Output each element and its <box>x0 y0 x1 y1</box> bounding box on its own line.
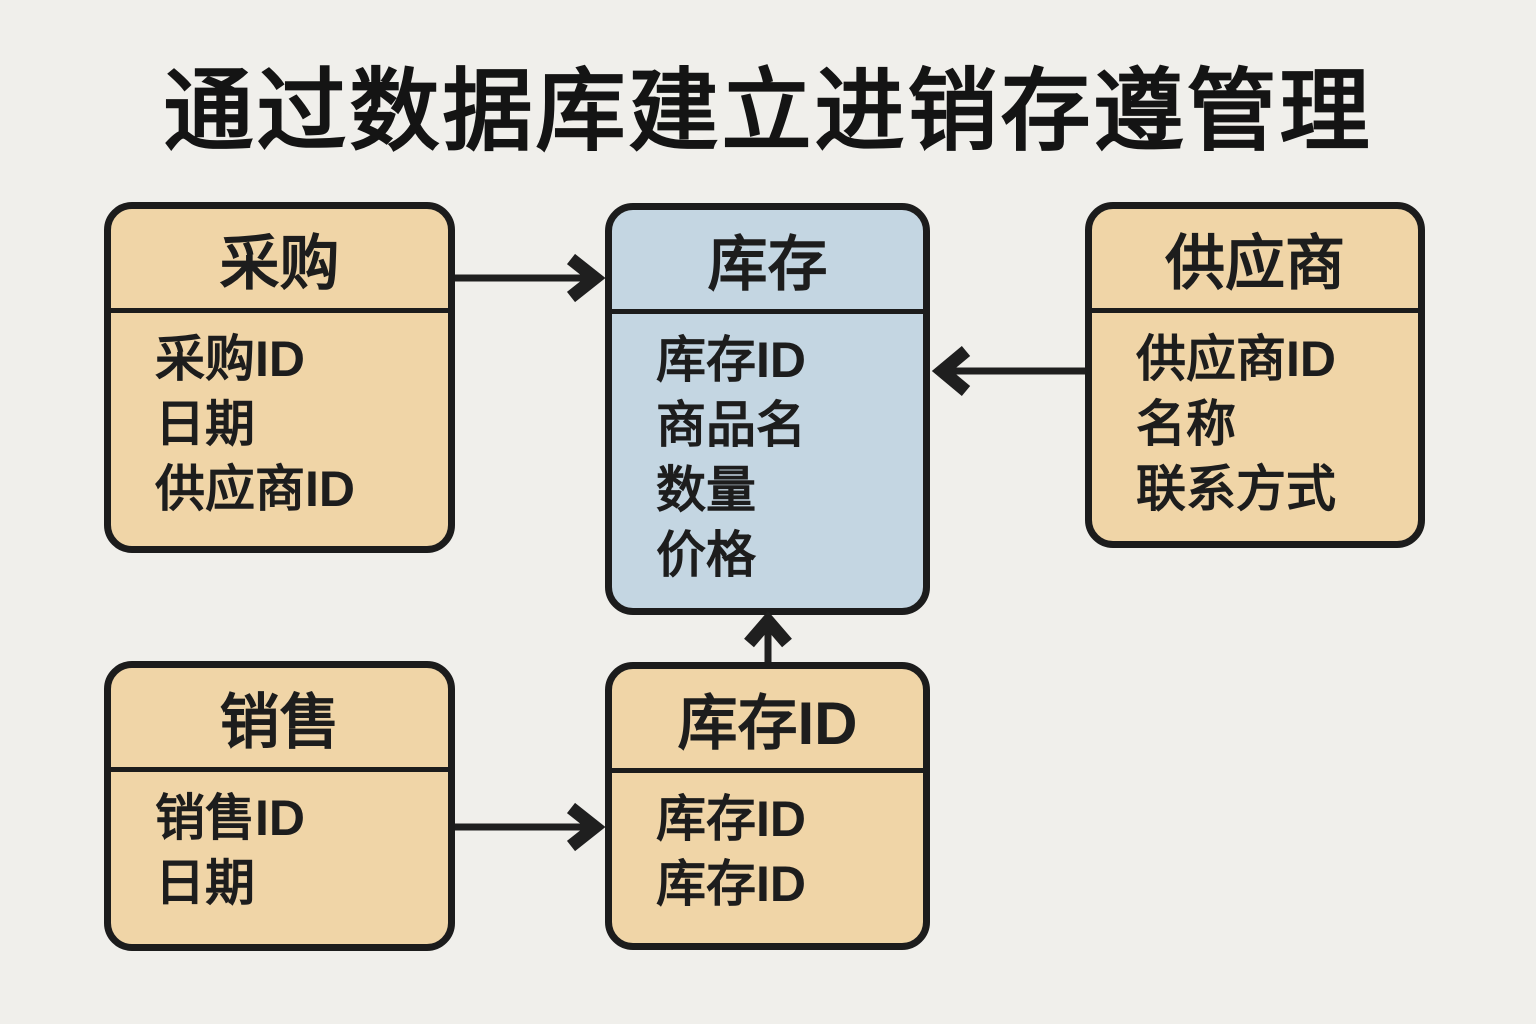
entity-inventory-id-fields: 库存ID 库存ID <box>612 773 923 917</box>
entity-inventory-title: 库存 <box>612 210 923 314</box>
diagram-title: 通过数据库建立进销存遵管理 <box>163 62 1373 162</box>
entity-inventory-id-title: 库存ID <box>612 669 923 773</box>
entity-inventory-field: 库存ID <box>656 332 806 388</box>
entity-inventory: 库存 库存ID 商品名 数量 价格 <box>605 203 930 615</box>
entity-supplier-field: 联系方式 <box>1136 461 1336 517</box>
entity-purchase-field: 供应商ID <box>155 461 355 517</box>
entity-supplier-title: 供应商 <box>1092 209 1418 313</box>
arrow-inventory-id-to-inventory <box>744 611 792 662</box>
entity-inventory-id-field: 库存ID <box>656 791 806 847</box>
entity-inventory-fields: 库存ID 商品名 数量 价格 <box>612 314 923 588</box>
entity-sales: 销售 销售ID 日期 <box>104 661 455 951</box>
entity-inventory-id: 库存ID 库存ID 库存ID <box>605 662 930 950</box>
entity-supplier-field: 名称 <box>1136 396 1236 452</box>
entity-supplier: 供应商 供应商ID 名称 联系方式 <box>1085 202 1425 548</box>
entity-sales-field: 日期 <box>155 855 255 911</box>
arrow-sales-to-inventory-id <box>455 802 606 852</box>
entity-sales-fields: 销售ID 日期 <box>111 772 448 916</box>
entity-inventory-field: 商品名 <box>656 397 806 453</box>
entity-purchase-field: 日期 <box>155 396 255 452</box>
arrow-supplier-to-inventory <box>931 346 1085 396</box>
entity-sales-field: 销售ID <box>155 790 305 846</box>
entity-sales-title: 销售 <box>111 668 448 772</box>
entity-supplier-fields: 供应商ID 名称 联系方式 <box>1092 313 1418 522</box>
entity-purchase: 采购 采购ID 日期 供应商ID <box>104 202 455 553</box>
entity-inventory-field: 数量 <box>656 462 756 518</box>
entity-supplier-field: 供应商ID <box>1136 331 1336 387</box>
entity-purchase-field: 采购ID <box>155 331 305 387</box>
arrow-purchase-to-inventory <box>455 253 606 303</box>
entity-purchase-fields: 采购ID 日期 供应商ID <box>111 313 448 522</box>
entity-purchase-title: 采购 <box>111 209 448 313</box>
entity-inventory-id-field: 库存ID <box>656 856 806 912</box>
entity-inventory-field: 价格 <box>656 527 756 583</box>
